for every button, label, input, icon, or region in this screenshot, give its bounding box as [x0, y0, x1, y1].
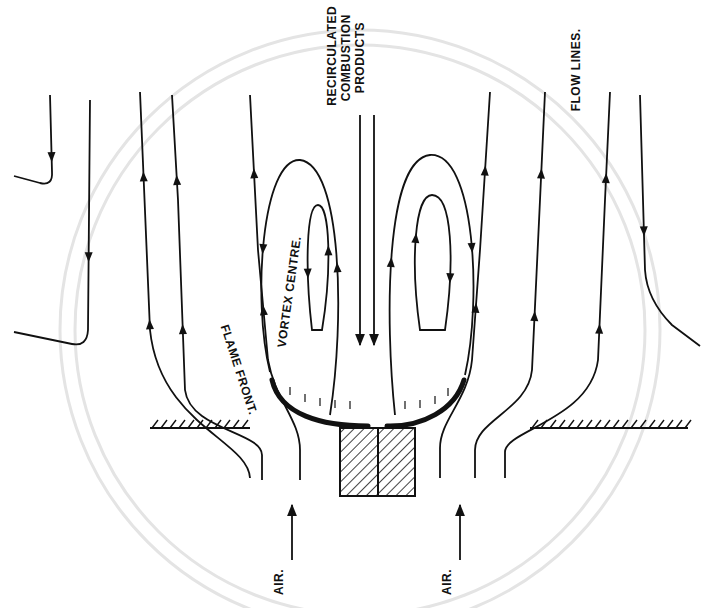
- wall-hatch: [568, 420, 574, 428]
- flow-arrowhead: [85, 252, 93, 262]
- wall-hatch: [577, 420, 583, 428]
- flow-arrowhead: [179, 324, 187, 334]
- wall-hatch: [224, 420, 230, 428]
- flow-arrowhead: [387, 257, 396, 268]
- flow-arrowhead: [446, 273, 454, 283]
- flame-front: [272, 380, 464, 426]
- flame-tick: [319, 398, 320, 406]
- wall-hatch: [649, 420, 655, 428]
- wall-hatch: [170, 420, 176, 428]
- flow-arrowhead: [530, 311, 538, 321]
- wall-hatch: [613, 420, 619, 428]
- wall-hatch: [152, 420, 158, 428]
- flow-arrowhead: [333, 262, 342, 272]
- flame-label: FLAME FRONT.: [217, 323, 259, 417]
- flow-arrowhead: [173, 175, 182, 185]
- flow-arrowheads: [47, 152, 648, 334]
- flame-tick: [334, 400, 335, 408]
- flame-tick: [349, 401, 350, 409]
- wall-hatch: [622, 420, 628, 428]
- wall-hatch: [658, 420, 664, 428]
- bluff-body: [340, 428, 415, 496]
- wall-hatch: [667, 420, 673, 428]
- wall-hatch: [595, 420, 601, 428]
- flow-arrowhead: [481, 165, 490, 175]
- wall-hatch: [640, 420, 646, 428]
- flow-arrowhead: [146, 319, 154, 329]
- flow-arrowhead: [411, 233, 420, 244]
- flow-arrowhead: [602, 173, 610, 183]
- flow-arrowhead: [259, 305, 268, 316]
- flow-arrowhead: [471, 302, 480, 313]
- wall-hatch: [550, 420, 556, 428]
- wall-hatch: [188, 420, 194, 428]
- flame-tick: [304, 394, 305, 402]
- wall-hatch: [242, 420, 248, 428]
- products-label: RECIRCULATED COMBUSTION PRODUCTS: [326, 10, 367, 106]
- flame-tick: [447, 388, 448, 396]
- flow-arrowhead: [47, 152, 55, 162]
- flow-arrowhead: [537, 168, 545, 178]
- air-label: AIR.: [441, 569, 455, 595]
- flow-arrowhead: [139, 171, 147, 181]
- flow-arrowhead: [468, 243, 477, 254]
- wall-hatch: [179, 420, 185, 428]
- flow-arrowhead: [259, 244, 268, 255]
- flow-arrowhead: [640, 226, 648, 236]
- wall-hatch: [233, 420, 239, 428]
- flow-lines: [14, 92, 700, 560]
- vortex-label: VORTEX CENTRE.: [275, 235, 304, 348]
- flow-label: FLOW LINES.: [569, 29, 583, 112]
- wall-hatch: [586, 420, 592, 428]
- flame-tick: [434, 396, 435, 404]
- wall-hatch: [631, 420, 637, 428]
- watermark-seal: [60, 30, 660, 608]
- wall-hatch: [676, 420, 682, 428]
- wall-hatch: [559, 420, 565, 428]
- flow-arrowhead: [250, 168, 259, 178]
- flame-tick: [289, 387, 290, 395]
- wall-hatch: [604, 420, 610, 428]
- flow-arrowhead: [324, 245, 332, 255]
- flow-arrowhead: [304, 268, 312, 278]
- flow-arrowhead: [595, 324, 603, 334]
- wall-hatch: [685, 420, 691, 428]
- flame-tick: [419, 400, 420, 408]
- wall-hatch: [161, 420, 167, 428]
- flame-ticks: [290, 387, 448, 409]
- flame-tick: [404, 401, 405, 409]
- air-label: AIR.: [273, 569, 287, 595]
